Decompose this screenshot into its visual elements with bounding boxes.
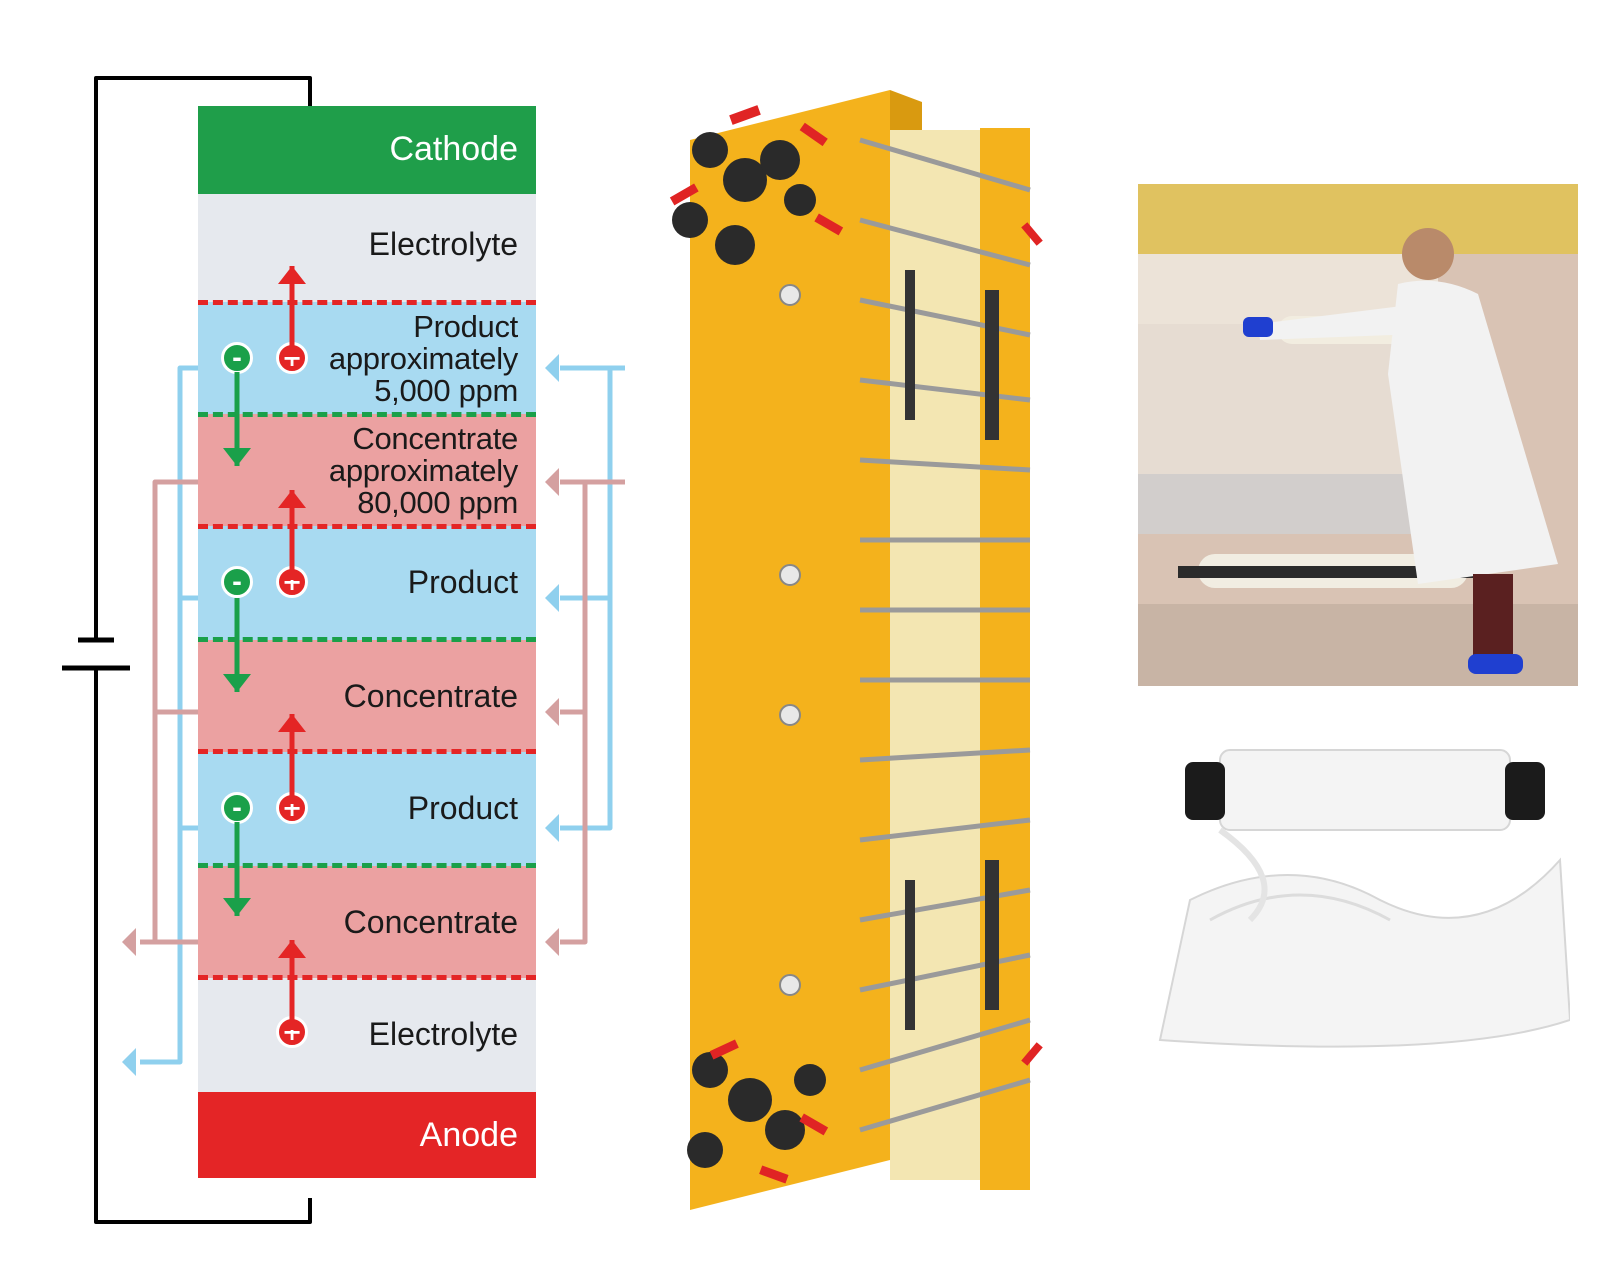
cation-icon: + (276, 342, 308, 374)
product-3-label: Product (407, 790, 518, 826)
cation-membrane-1 (198, 300, 536, 305)
anion-membrane-2 (198, 637, 536, 642)
anode-label: Anode (419, 1116, 518, 1154)
cation-membrane-4 (198, 975, 536, 980)
electrolyte-top-label: Electrolyte (368, 226, 518, 262)
anion-icon: - (221, 792, 253, 824)
circuit-wire-top (94, 76, 312, 622)
cation-icon: + (276, 566, 308, 598)
concentrate-feed-arrow (545, 698, 559, 726)
product-outlet-line (140, 365, 198, 1065)
product-outlet-arrow (122, 1048, 136, 1076)
anion-icon: - (221, 566, 253, 598)
product-band-3: Product (198, 752, 536, 866)
electrolyte-bottom-band: Electrolyte (198, 978, 536, 1092)
cation-icon: + (276, 792, 308, 824)
cathode-band: Cathode (198, 106, 536, 194)
electrolyte-bottom-label: Electrolyte (368, 1016, 518, 1052)
circuit-wire-bottom (94, 680, 312, 1224)
concentrate-2-label: Concentrate (343, 678, 518, 714)
cathode-label: Cathode (389, 130, 518, 168)
anion-membrane-1 (198, 412, 536, 417)
electrolyte-top-band: Electrolyte (198, 194, 536, 302)
concentrate-feed-arrow (545, 468, 559, 496)
product-feed-arrow (545, 584, 559, 612)
membrane-roll-photo (1150, 740, 1570, 1070)
product-1-label-line3: 5,000 ppm (374, 373, 518, 408)
product-1-label-line1: Product (413, 309, 518, 344)
cation-icon: + (276, 1016, 308, 1048)
electrodialysis-stack: Cathode Electrolyte Product approximatel… (198, 106, 536, 1198)
concentrate-band-1: Concentrate approximately 80,000 ppm (198, 414, 536, 526)
anion-membrane-3 (198, 863, 536, 868)
product-feed-arrow (545, 354, 559, 382)
concentrate-band-3: Concentrate (198, 866, 536, 978)
anode-band: Anode (198, 1092, 536, 1178)
concentrate-feed-arrow (545, 928, 559, 956)
anion-icon: - (221, 342, 253, 374)
concentrate-3-label: Concentrate (343, 904, 518, 940)
product-2-label: Product (407, 564, 518, 600)
product-feed-arrow (545, 814, 559, 842)
concentrate-1-label-line1: Concentrate (352, 421, 518, 456)
stack-unit-photo (650, 70, 1080, 1230)
product-band-1: Product approximately 5,000 ppm (198, 302, 536, 414)
concentrate-1-label-line2: approximately (328, 453, 518, 488)
product-band-2: Product (198, 526, 536, 640)
cation-membrane-3 (198, 749, 536, 754)
concentrate-outlet-arrow (122, 928, 136, 956)
product-1-label-line2: approximately (328, 341, 518, 376)
cation-membrane-2 (198, 524, 536, 529)
manufacturing-photo (1138, 184, 1578, 686)
concentrate-1-label-line3: 80,000 ppm (357, 485, 518, 520)
concentrate-band-2: Concentrate (198, 640, 536, 752)
